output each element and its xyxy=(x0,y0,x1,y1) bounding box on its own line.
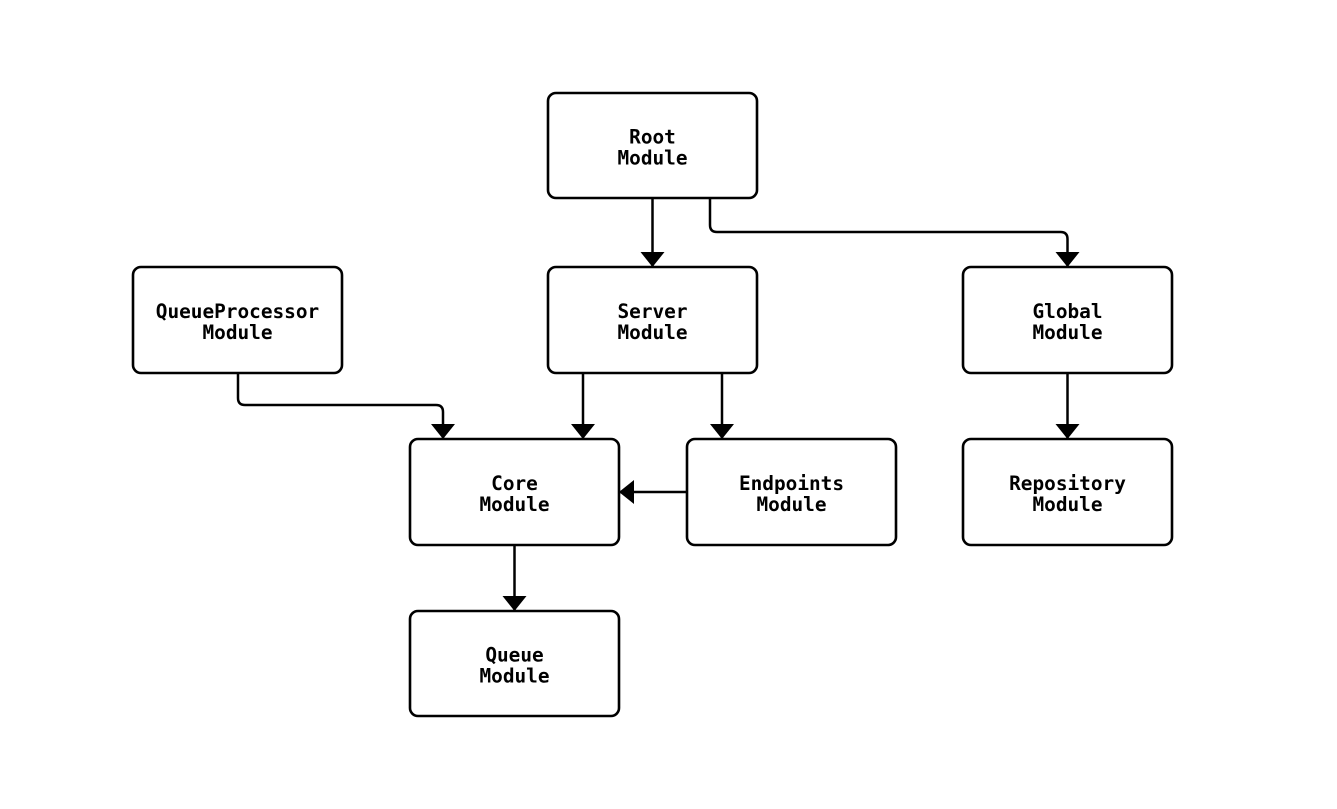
arrowhead-icon xyxy=(502,596,527,611)
module-box xyxy=(546,265,759,375)
edge-root-to-global xyxy=(708,198,1080,267)
edge-line xyxy=(708,198,1069,267)
edge-server-to-endpoints xyxy=(710,373,734,439)
module-box xyxy=(961,265,1174,375)
arrowhead-icon xyxy=(619,480,634,504)
arrowhead-icon xyxy=(710,424,734,439)
arrowhead-icon xyxy=(1055,252,1080,267)
module-box xyxy=(408,437,621,547)
module-box xyxy=(131,265,344,375)
module-box xyxy=(546,91,759,200)
edge-server-to-core xyxy=(571,373,595,439)
edge-endpoints-to-core xyxy=(619,480,687,504)
edge-line xyxy=(236,373,445,439)
arrowhead-icon xyxy=(640,252,665,267)
arrowhead-icon xyxy=(1055,424,1080,439)
module-box xyxy=(408,609,621,718)
edge-queueprocessor-to-core xyxy=(236,373,455,439)
edge-core-to-queue xyxy=(502,545,527,611)
edge-root-to-server xyxy=(640,198,665,267)
arrowhead-icon xyxy=(431,424,455,439)
arrowhead-icon xyxy=(571,424,595,439)
edge-global-to-repository xyxy=(1055,373,1080,439)
module-box xyxy=(685,437,898,547)
module-box xyxy=(961,437,1174,547)
